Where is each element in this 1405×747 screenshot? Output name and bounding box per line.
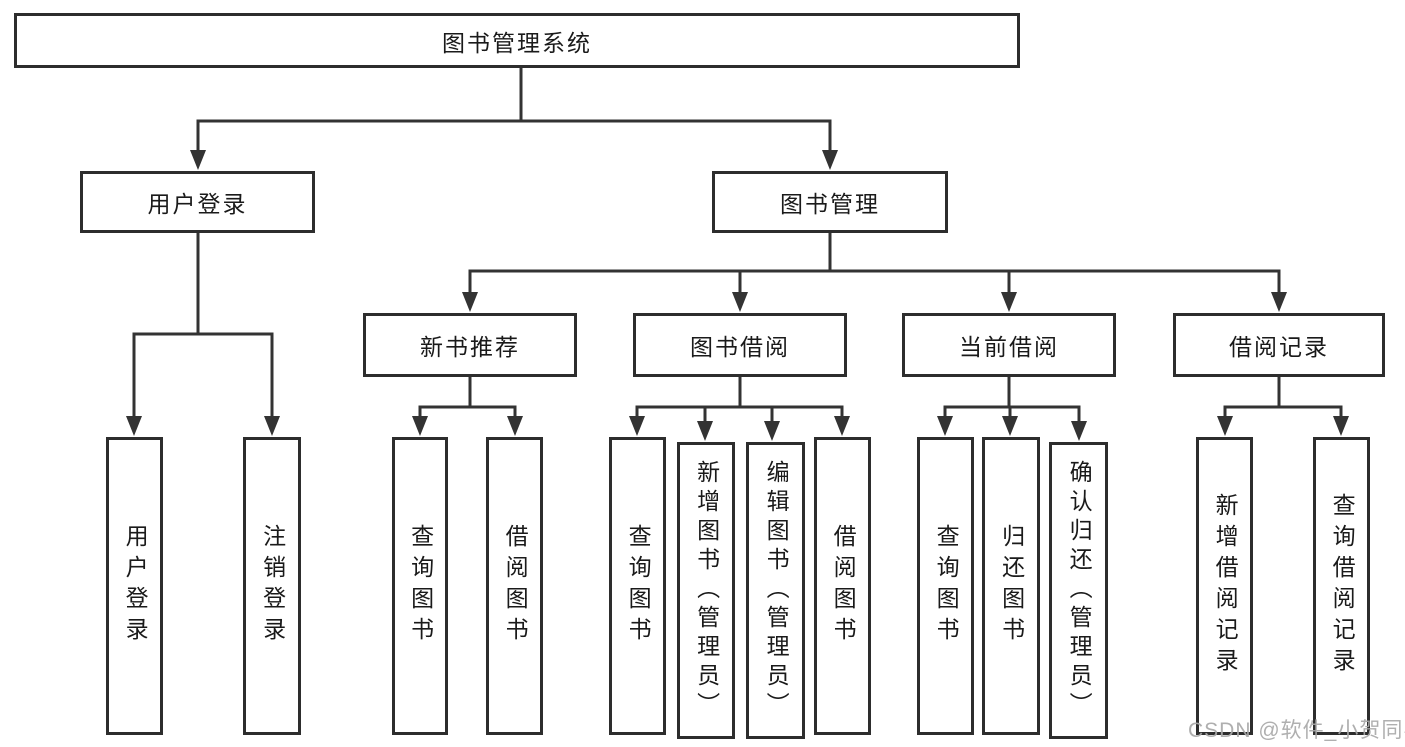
connectors-user-login — [126, 231, 280, 436]
node-user-login: 用户登录 — [80, 171, 315, 233]
node-book-borrow: 图书借阅 — [633, 313, 847, 377]
leaf-query-books-current: 查询图书 — [917, 437, 974, 735]
connectors-current-borrow — [937, 375, 1087, 441]
leaf-edit-books-admin-label: 编辑图书（管理员） — [763, 460, 790, 721]
connectors-new-book-recommend — [412, 375, 523, 436]
leaf-query-books-recommend: 查询图书 — [392, 437, 448, 735]
leaf-confirm-return-admin: 确认归还（管理员） — [1049, 442, 1108, 739]
node-borrow-records: 借阅记录 — [1173, 313, 1385, 377]
leaf-user-login-label: 用户登录 — [122, 524, 149, 648]
node-new-book-recommend: 新书推荐 — [363, 313, 577, 377]
leaf-add-books-admin: 新增图书（管理员） — [677, 442, 735, 739]
leaf-logout-label: 注销登录 — [259, 524, 286, 648]
leaf-user-login: 用户登录 — [106, 437, 163, 735]
leaf-borrow-books-recommend: 借阅图书 — [486, 437, 543, 735]
leaf-borrow-books-recommend-label: 借阅图书 — [502, 524, 529, 648]
node-current-borrow: 当前借阅 — [902, 313, 1116, 377]
leaf-edit-books-admin: 编辑图书（管理员） — [746, 442, 805, 739]
connectors-borrow-records — [1217, 375, 1349, 436]
leaf-borrow-books: 借阅图书 — [814, 437, 871, 735]
leaf-borrow-books-label: 借阅图书 — [830, 524, 857, 648]
leaf-query-borrow-record: 查询借阅记录 — [1313, 437, 1370, 735]
leaf-query-borrow-record-label: 查询借阅记录 — [1329, 493, 1356, 679]
leaf-add-borrow-record: 新增借阅记录 — [1196, 437, 1253, 735]
connectors-book-borrow — [629, 375, 850, 441]
leaf-add-borrow-record-label: 新增借阅记录 — [1212, 493, 1239, 679]
leaf-add-books-admin-label: 新增图书（管理员） — [693, 460, 720, 721]
node-system-root: 图书管理系统 — [14, 13, 1020, 68]
connectors-book-management — [462, 231, 1287, 312]
leaf-return-books-label: 归还图书 — [998, 524, 1025, 648]
leaf-query-books-borrow: 查询图书 — [609, 437, 666, 735]
leaf-query-books-recommend-label: 查询图书 — [407, 524, 434, 648]
leaf-confirm-return-admin-label: 确认归还（管理员） — [1066, 460, 1093, 721]
node-book-management: 图书管理 — [712, 171, 948, 233]
leaf-query-books-current-label: 查询图书 — [933, 524, 960, 648]
connectors-root — [190, 66, 838, 170]
leaf-query-books-borrow-label: 查询图书 — [625, 524, 652, 648]
leaf-logout: 注销登录 — [243, 437, 301, 735]
leaf-return-books: 归还图书 — [982, 437, 1040, 735]
csdn-watermark: CSDN @软件_小贺同学 — [1188, 719, 1405, 742]
